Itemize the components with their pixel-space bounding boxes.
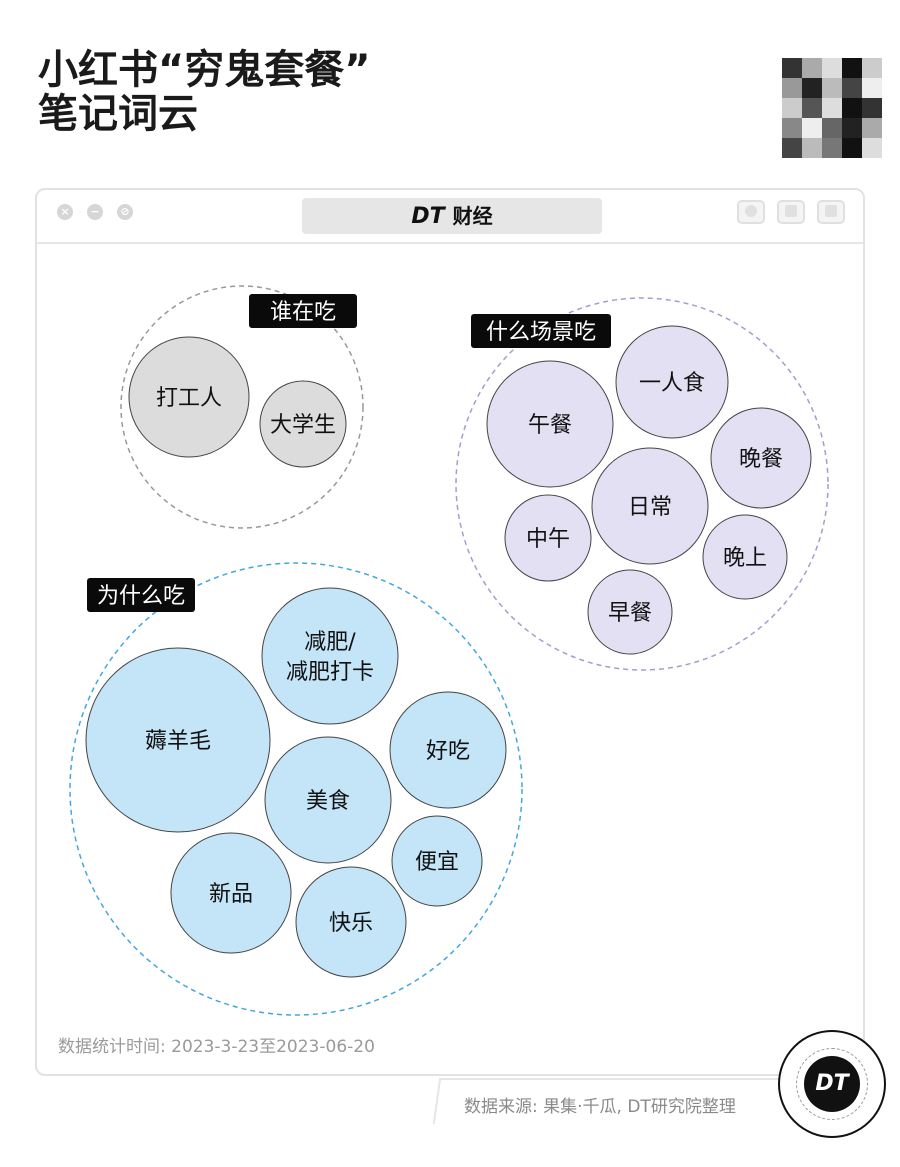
bubble-label: 好吃 (426, 739, 470, 764)
bubble: 一人食 (615, 325, 729, 439)
bubble: 晚餐 (710, 407, 812, 509)
bubble-circle (615, 325, 729, 439)
window-icon[interactable] (817, 200, 845, 224)
bubble-label: 快乐 (329, 911, 373, 936)
bubble-circle (170, 832, 292, 954)
bubble-label: 大学生 (270, 413, 336, 438)
bubble: 午餐 (486, 360, 614, 488)
date-note: 数据统计时间: 2023-3-23至2023-06-20 (58, 1037, 375, 1057)
bubble: 早餐 (587, 569, 673, 655)
group-label-bg (87, 578, 195, 612)
bubble: 新品 (170, 832, 292, 954)
group-label-bg (249, 294, 357, 328)
page-title: 小红书“穷鬼套餐” 笔记词云 (38, 48, 371, 136)
bubble-circle (587, 569, 673, 655)
bubble-label: 减肥/减肥打卡 (286, 630, 374, 685)
minimize-icon[interactable]: − (87, 204, 103, 220)
source-note: 数据来源: 果集·千瓜, DT研究院整理 (464, 1097, 736, 1117)
bubble-circle (261, 587, 399, 725)
bubble-circle (486, 360, 614, 488)
bubble-circle (710, 407, 812, 509)
group-label-bg (471, 314, 611, 348)
group-label: 什么场景吃 (486, 320, 596, 345)
logo-ring (796, 1048, 868, 1120)
bubble-circle (85, 647, 271, 833)
bubble: 薅羊毛 (85, 647, 271, 833)
bubble-label: 日常 (628, 495, 672, 520)
group-label: 谁在吃 (270, 300, 336, 325)
logo-text: DT (804, 1056, 860, 1112)
app-window: × − ⊘ DT 财经 (35, 188, 865, 1076)
dt-logo: DT (778, 1030, 886, 1138)
bubble: 好吃 (389, 691, 507, 809)
zoom-icon[interactable]: ⊘ (117, 204, 133, 220)
tab-brand: DT (411, 204, 445, 229)
bubble-circle (391, 815, 483, 907)
bubble-label: 中午 (526, 527, 570, 552)
title-line-2: 笔记词云 (38, 91, 198, 137)
window-tab[interactable]: DT 财经 (302, 198, 602, 234)
bubble-circle (259, 380, 347, 468)
bubble: 快乐 (295, 866, 407, 978)
bubble: 中午 (504, 494, 592, 582)
bubble-label: 新品 (209, 882, 253, 907)
group-outline (120, 285, 364, 529)
qr-code-icon (782, 58, 882, 158)
bubble-label: 晚上 (723, 546, 767, 571)
bubble: 晚上 (702, 514, 788, 600)
bubble: 日常 (591, 447, 709, 565)
window-title-bar: × − ⊘ DT 财经 (37, 190, 863, 244)
bubble-label: 薅羊毛 (145, 729, 211, 754)
bubble-label: 午餐 (528, 413, 572, 438)
bubble-circle (702, 514, 788, 600)
bubble-circle (295, 866, 407, 978)
bubble-circle (264, 736, 392, 864)
group-outline (69, 562, 523, 1016)
bubble-circle (389, 691, 507, 809)
bubble-circle (591, 447, 709, 565)
close-icon[interactable]: × (57, 204, 73, 220)
group-label: 为什么吃 (97, 584, 185, 609)
bubble: 大学生 (259, 380, 347, 468)
bubble-label: 早餐 (608, 601, 652, 626)
title-line-1: 小红书“穷鬼套餐” (38, 47, 371, 93)
bubble-label: 打工人 (156, 386, 222, 411)
bubble: 打工人 (128, 336, 250, 458)
bubble: 美食 (264, 736, 392, 864)
share-icon[interactable] (777, 200, 805, 224)
bubble: 便宜 (391, 815, 483, 907)
bubble-label: 晚餐 (739, 447, 783, 472)
tab-label: 财经 (452, 204, 493, 228)
bubble-label: 一人食 (639, 371, 705, 396)
group-outline (455, 297, 829, 671)
bubble-label: 美食 (306, 789, 350, 814)
bubble-circle (504, 494, 592, 582)
bubble-label: 便宜 (415, 850, 459, 875)
record-icon[interactable] (737, 200, 765, 224)
bubble-circle (128, 336, 250, 458)
bubble: 减肥/减肥打卡 (261, 587, 399, 725)
